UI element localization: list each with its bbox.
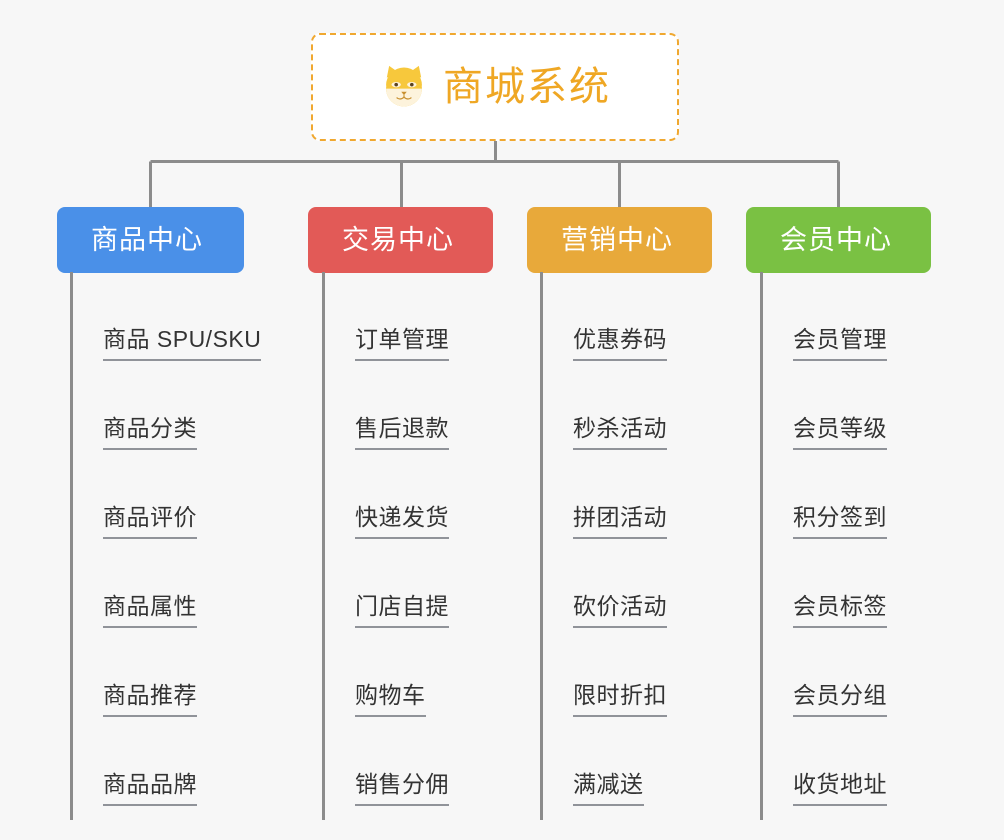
leaf-item[interactable]: 订单管理: [322, 272, 449, 361]
leaf-label: 快递发货: [355, 504, 449, 530]
category-box-member-center[interactable]: 会员中心: [746, 207, 931, 273]
category-box-trade-center[interactable]: 交易中心: [308, 207, 493, 273]
leaf-item[interactable]: 积分签到: [760, 450, 887, 539]
leaf-item[interactable]: 商品属性: [70, 539, 261, 628]
leaf-item[interactable]: 商品品牌: [70, 717, 261, 806]
leaf-label: 优惠券码: [573, 326, 667, 352]
leaf-label: 限时折扣: [573, 682, 667, 708]
category-box-marketing-center[interactable]: 营销中心: [527, 207, 712, 273]
leaf-label: 购物车: [355, 682, 426, 708]
leaf-item[interactable]: 会员管理: [760, 272, 887, 361]
leaf-label: 商品品牌: [103, 771, 197, 797]
category-label: 商品中心: [91, 224, 203, 255]
leaf-item[interactable]: 会员标签: [760, 539, 887, 628]
leaf-item[interactable]: 售后退款: [322, 361, 449, 450]
leaf-label: 积分签到: [793, 504, 887, 530]
root-node[interactable]: 商城系统: [311, 33, 679, 141]
category-label: 会员中心: [780, 224, 892, 255]
leaf-item[interactable]: 快递发货: [322, 450, 449, 539]
column-spine: [70, 272, 73, 820]
leaf-item[interactable]: 收货地址: [760, 717, 887, 806]
leaf-label: 会员分组: [793, 682, 887, 708]
category-box-product-center[interactable]: 商品中心: [57, 207, 244, 273]
leaf-item[interactable]: 秒杀活动: [540, 361, 667, 450]
leaf-label: 门店自提: [355, 593, 449, 619]
leaf-label: 商品 SPU/SKU: [103, 326, 262, 352]
leaf-item[interactable]: 销售分佣: [322, 717, 449, 806]
leaf-label: 商品推荐: [103, 682, 197, 708]
leaf-item[interactable]: 商品 SPU/SKU: [70, 272, 262, 361]
leaf-column-trade-center: 订单管理 售后退款 快递发货 门店自提 购物车 销售分佣: [322, 272, 449, 820]
leaf-item[interactable]: 优惠券码: [540, 272, 667, 361]
leaf-label: 订单管理: [355, 326, 449, 352]
leaf-label: 商品评价: [103, 504, 197, 530]
leaf-label: 销售分佣: [355, 771, 449, 797]
leaf-item[interactable]: 商品推荐: [70, 628, 261, 717]
leaf-label: 满减送: [573, 771, 644, 797]
leaf-label: 拼团活动: [573, 504, 667, 530]
leaf-label: 商品属性: [103, 593, 197, 619]
category-label: 交易中心: [342, 224, 454, 255]
leaf-label: 砍价活动: [573, 593, 667, 619]
leaf-item[interactable]: 限时折扣: [540, 628, 667, 717]
leaf-item[interactable]: 砍价活动: [540, 539, 667, 628]
leaf-item[interactable]: 会员分组: [760, 628, 887, 717]
leaf-item[interactable]: 满减送: [540, 717, 667, 806]
leaf-label: 秒杀活动: [573, 415, 667, 441]
leaf-item[interactable]: 商品分类: [70, 361, 261, 450]
category-label: 营销中心: [561, 224, 673, 255]
column-spine: [760, 272, 763, 820]
leaf-item[interactable]: 拼团活动: [540, 450, 667, 539]
leaf-column-product-center: 商品 SPU/SKU 商品分类 商品评价 商品属性 商品推荐 商品品牌: [70, 272, 262, 820]
shiba-dog-icon: [386, 65, 422, 107]
leaf-label: 售后退款: [355, 415, 449, 441]
leaf-item[interactable]: 会员等级: [760, 361, 887, 450]
leaf-item[interactable]: 购物车: [322, 628, 449, 717]
leaf-column-marketing-center: 优惠券码 秒杀活动 拼团活动 砍价活动 限时折扣 满减送: [540, 272, 667, 820]
column-spine: [322, 272, 325, 820]
leaf-item[interactable]: 门店自提: [322, 539, 449, 628]
leaf-label: 商品分类: [103, 415, 197, 441]
leaf-label: 收货地址: [793, 771, 887, 797]
column-spine: [540, 272, 543, 820]
leaf-label: 会员标签: [793, 593, 887, 619]
root-title: 商城系统: [443, 65, 611, 109]
leaf-label: 会员管理: [793, 326, 887, 352]
leaf-label: 会员等级: [793, 415, 887, 441]
leaf-item[interactable]: 商品评价: [70, 450, 261, 539]
leaf-column-member-center: 会员管理 会员等级 积分签到 会员标签 会员分组 收货地址: [760, 272, 887, 820]
